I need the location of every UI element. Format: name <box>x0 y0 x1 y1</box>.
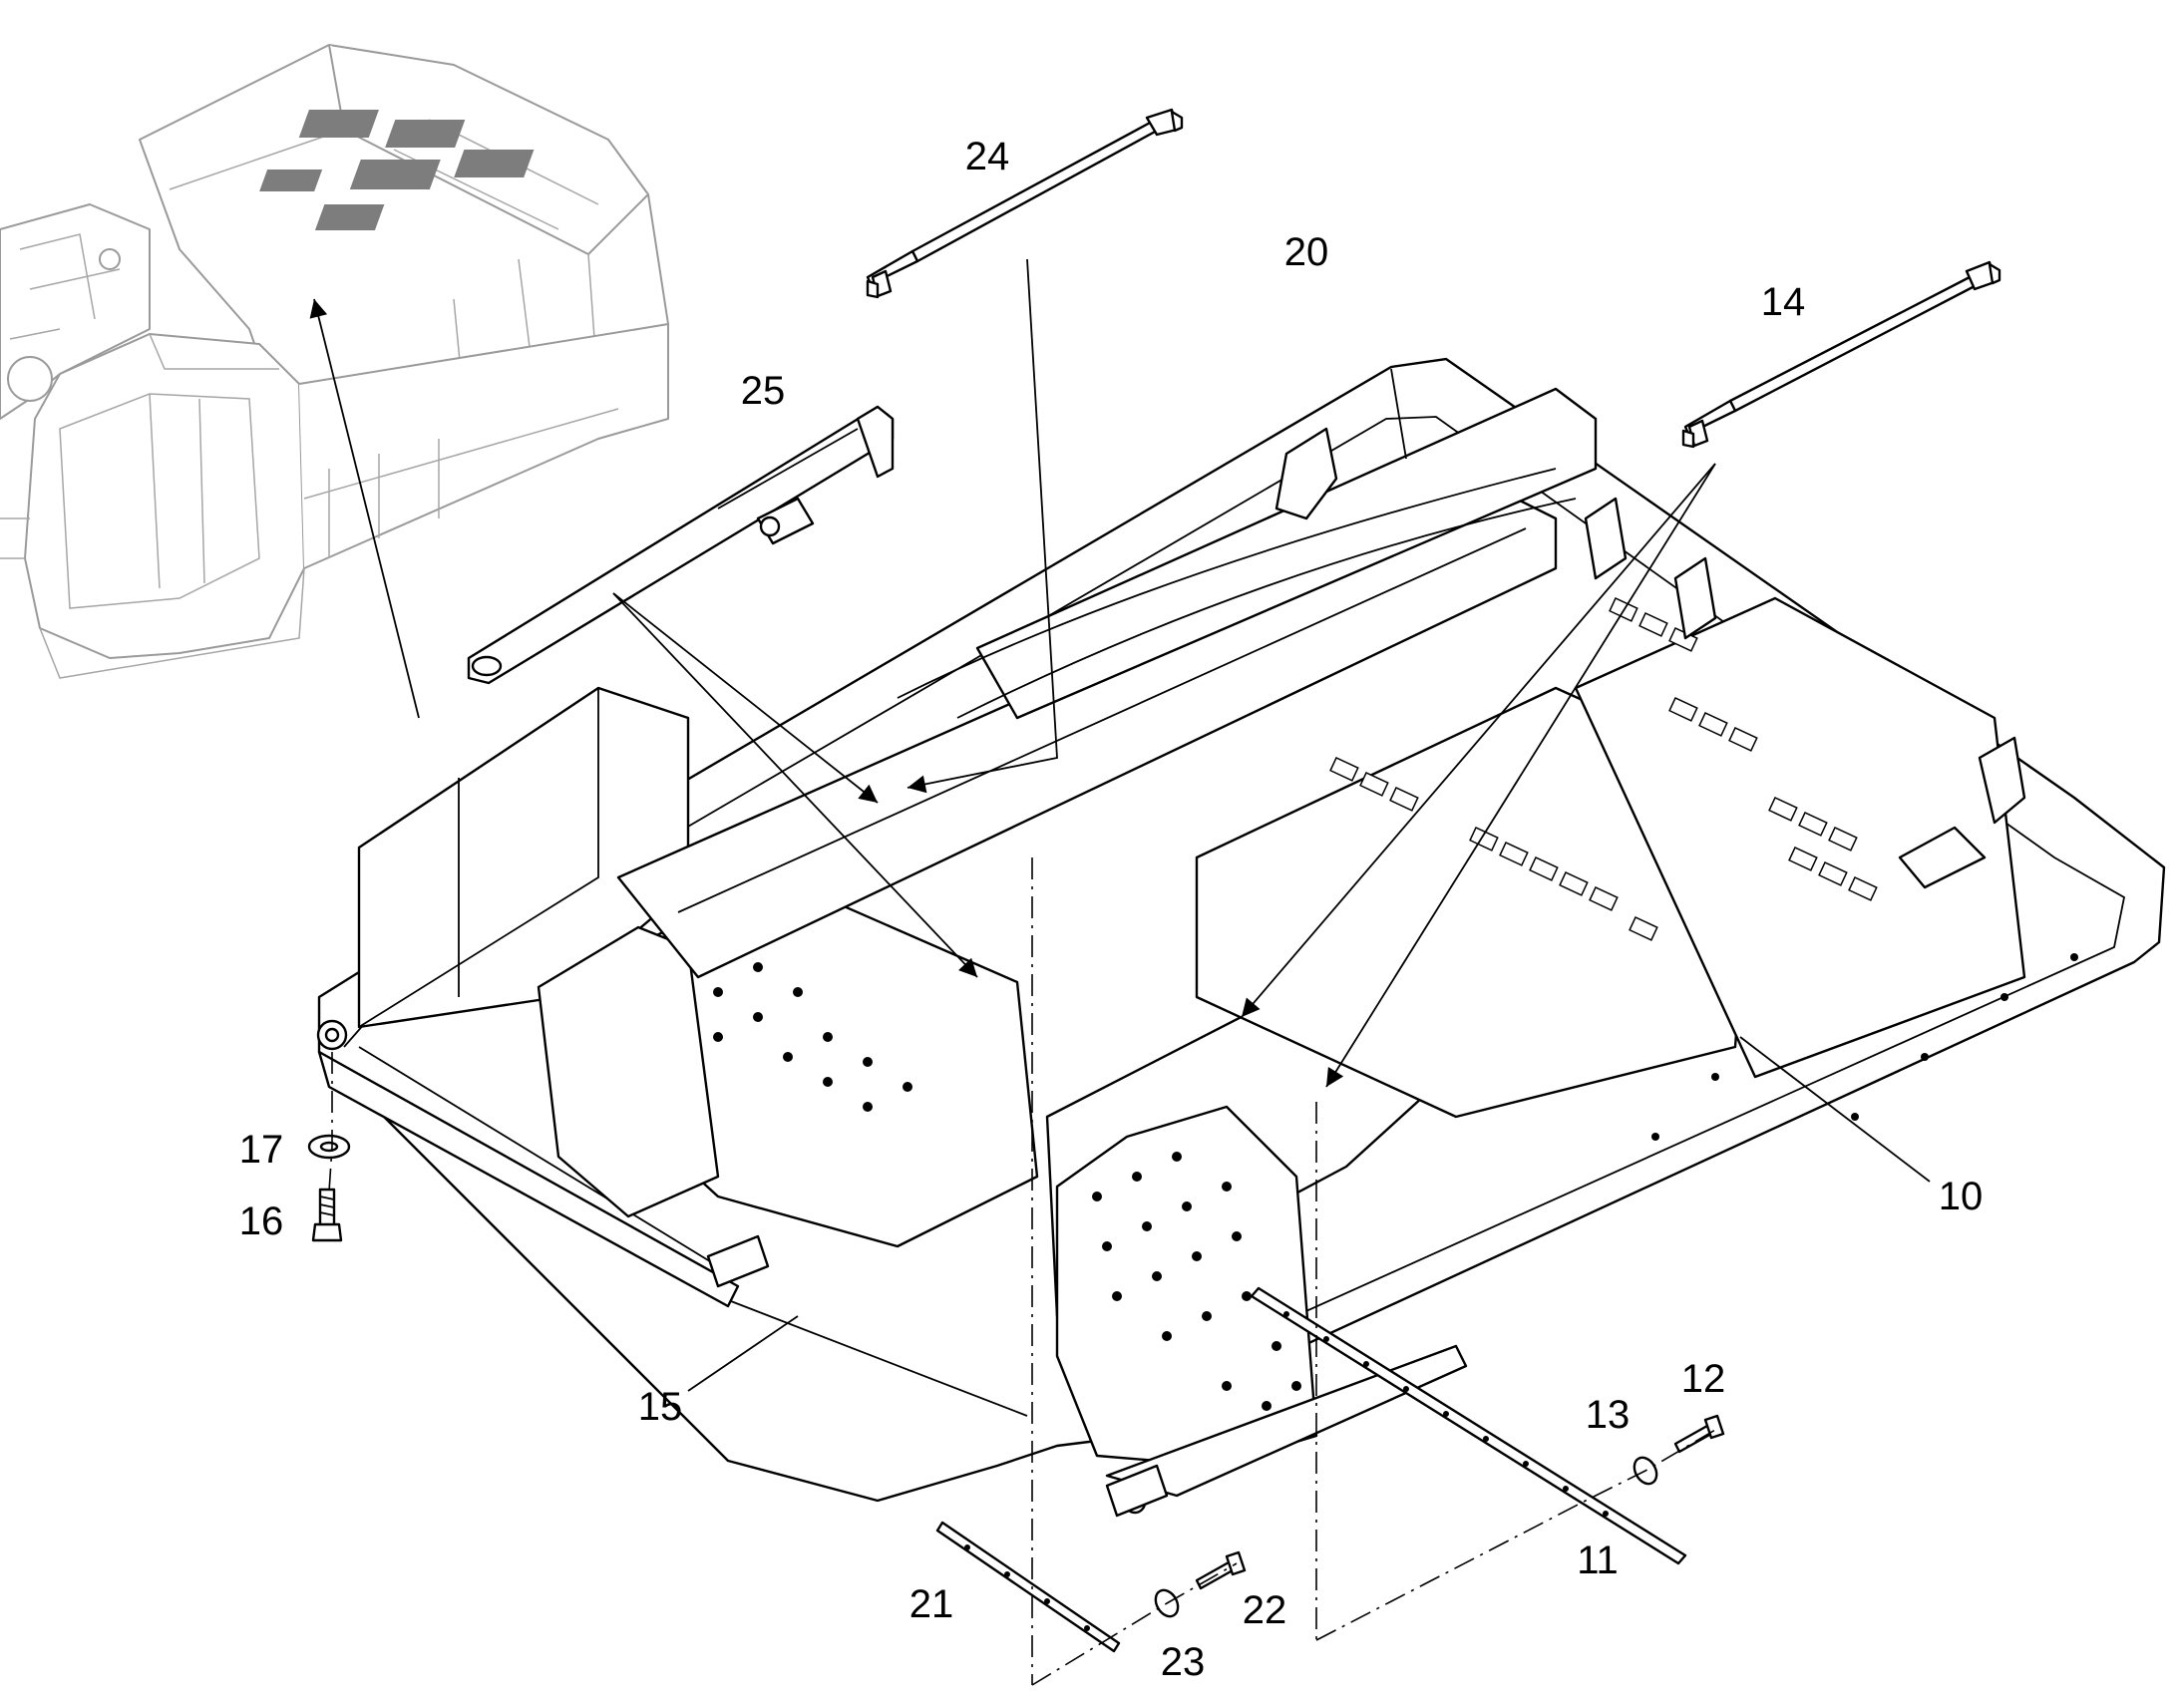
callout-23: 23 <box>1161 1640 1206 1684</box>
gas-strut-14 <box>1681 260 2001 449</box>
bolt-12 <box>1673 1414 1725 1454</box>
callout-14: 14 <box>1761 280 1806 324</box>
frame-tray-15 <box>316 357 2166 1518</box>
callout-11: 11 <box>1577 1538 1619 1582</box>
stay-arm-25 <box>467 405 895 685</box>
leader-lines <box>309 258 1931 1392</box>
callout-21: 21 <box>909 1582 954 1626</box>
callout-15: 15 <box>638 1385 683 1429</box>
callout-17: 17 <box>239 1128 284 1172</box>
hood-vent-grille <box>259 110 535 230</box>
callout-10: 10 <box>1939 1175 1984 1218</box>
vent-grille-pattern <box>1329 597 1878 941</box>
bolt-16 <box>311 1188 343 1242</box>
callout-12: 12 <box>1681 1357 1726 1401</box>
callout-22: 22 <box>1243 1588 1287 1632</box>
callout-24: 24 <box>965 135 1010 178</box>
excavator-overview-illustration <box>0 44 669 679</box>
strip-11 <box>1250 1286 1687 1565</box>
assembly-centerlines <box>328 857 1716 1686</box>
callout-13: 13 <box>1586 1393 1631 1437</box>
callout-25: 25 <box>741 369 786 413</box>
strip-21 <box>935 1521 1121 1653</box>
gas-strut-24 <box>866 108 1184 299</box>
callout-20: 20 <box>1284 230 1329 274</box>
washer-17 <box>307 1134 351 1160</box>
callout-labels: 10 11 12 13 14 15 16 17 20 21 22 23 24 2… <box>239 135 1984 1684</box>
callout-16: 16 <box>239 1199 284 1243</box>
